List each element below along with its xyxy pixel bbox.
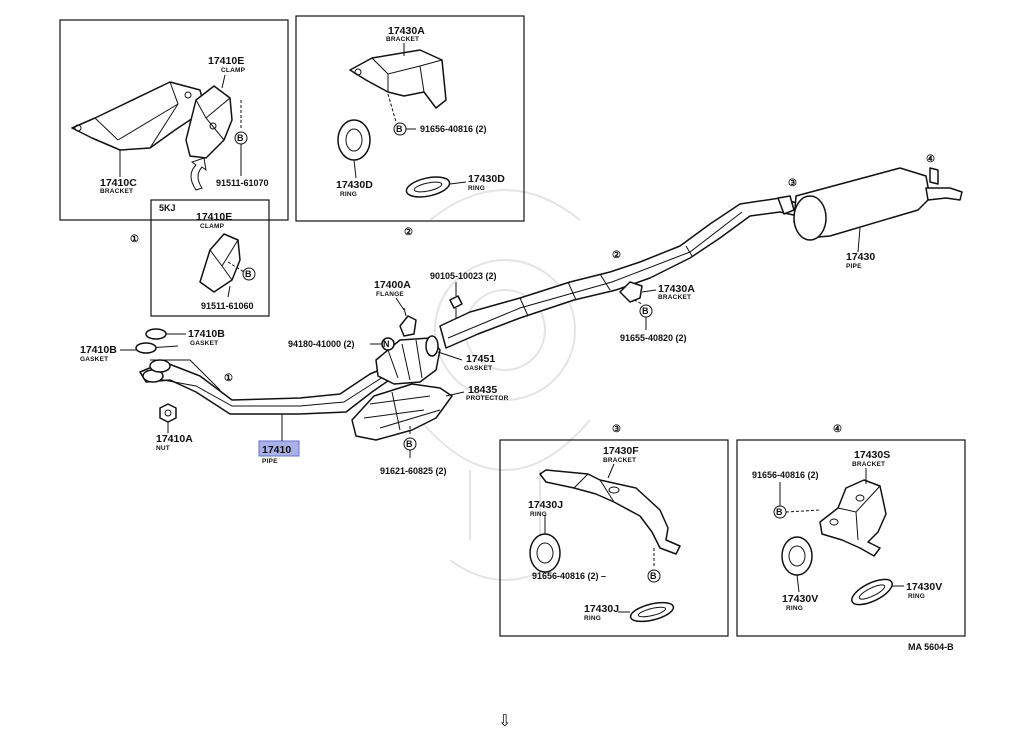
part-18435-name: PROTECTOR [466, 395, 509, 402]
part-91511-61060-number: 91511-61060 [201, 301, 254, 311]
part-17430-name: PIPE [846, 263, 862, 270]
variant-label: 5KJ [159, 203, 176, 213]
part-17451-number: 17451 [466, 353, 495, 365]
part-17430A-center-name: BRACKET [658, 294, 691, 301]
callout-1: ① [224, 373, 233, 384]
part-17430J-oval-number: 17430J [584, 603, 619, 615]
gasket-17410B-a [145, 328, 167, 340]
box-2-marker: ② [404, 227, 413, 238]
box-3-marker: ③ [612, 424, 621, 435]
ring-17430J-oval [629, 601, 675, 623]
bracket-17430S-shape [819, 479, 887, 557]
part-17410A-name: NUT [156, 445, 170, 452]
part-17410B-b-name: GASKET [80, 356, 108, 363]
part-91655-number: 91655-40820 (2) [620, 333, 687, 343]
callout-3: ③ [788, 178, 797, 189]
part-91656-40816-box3-number: 91656-40816 (2) – [532, 571, 606, 581]
part-17430S-name: BRACKET [852, 461, 885, 468]
part-17430-number: 17430 [846, 251, 875, 263]
part-91511-61070-number: 91511-61070 [216, 178, 269, 188]
bolt-b-marker-1: B [237, 133, 244, 143]
bolt-b-marker-4: B [406, 439, 413, 449]
part-17410C-name: BRACKET [100, 188, 133, 195]
nut-17410A-shape [159, 403, 177, 423]
gasket-17451-shape [425, 335, 439, 357]
box-4-marker: ④ [833, 424, 842, 435]
part-17410B-a-name: GASKET [190, 340, 218, 347]
ring-17430D-oval [405, 176, 451, 198]
part-17430D-oval-name: RING [468, 185, 485, 192]
part-94180-number: 94180-41000 (2) [288, 339, 355, 349]
gasket-17410B-b [135, 342, 157, 354]
part-17410B-b-number: 17410B [80, 344, 117, 356]
callout-2: ② [612, 250, 621, 261]
callout-4: ④ [926, 154, 935, 165]
part-17410B-a-number: 17410B [188, 328, 225, 340]
part-17430A-top-name: BRACKET [386, 36, 419, 43]
box-1-marker: ① [130, 234, 139, 245]
diagram-code: MA 5604-B [908, 642, 954, 652]
part-17410E-5kj-number: 17410E [196, 211, 232, 223]
part-17430J-round-number: 17430J [528, 499, 563, 511]
ring-17430D-round [337, 119, 371, 161]
part-17400A-name: FLANGE [376, 291, 404, 298]
part-17410E-number: 17410E [208, 55, 244, 67]
ring-17430V-oval [851, 578, 893, 606]
detail-box-2: ② B [295, 15, 525, 238]
part-17430J-oval-name: RING [584, 615, 601, 622]
part-17430S-number: 17430S [854, 449, 890, 461]
bolt-b-marker-6: B [650, 571, 657, 581]
detail-box-4: ④ B [736, 424, 966, 637]
bolt-b-marker-7: B [776, 507, 783, 517]
part-17410-number[interactable]: 17410 [262, 444, 291, 456]
part-17430D-round-number: 17430D [336, 179, 373, 191]
part-91656-40816-box4-number: 91656-40816 (2) [752, 470, 819, 480]
ring-17430V-round [781, 536, 813, 576]
nut-n-marker: N [383, 339, 390, 349]
part-17410A-number: 17410A [156, 433, 193, 445]
part-17430F-name: BRACKET [603, 457, 636, 464]
part-91656-40816-top-number: 91656-40816 (2) [420, 124, 487, 134]
part-91621-number: 91621-60825 (2) [380, 466, 447, 476]
part-17410E-5kj-name: CLAMP [200, 223, 225, 230]
main-exhaust-assembly: N B B [135, 167, 963, 458]
part-17430A-center-number: 17430A [658, 283, 695, 295]
bolt-b-marker-2: B [245, 269, 252, 279]
bracket-17430F-shape [539, 469, 681, 555]
bracket-17410C-shape [71, 81, 206, 151]
detail-box-1: ① 5KJ B B [59, 19, 289, 317]
part-17430D-round-name: RING [340, 191, 357, 198]
part-17410-name: PIPE [262, 458, 278, 465]
bracket-17430A-shape [349, 49, 447, 109]
scroll-down-arrow-icon[interactable]: ⇩ [498, 711, 511, 730]
part-17430D-oval-number: 17430D [468, 173, 505, 185]
part-18435-number: 18435 [468, 384, 497, 396]
part-17410E-name: CLAMP [221, 67, 246, 74]
ring-17430J-round [529, 533, 561, 573]
part-17430F-number: 17430F [603, 445, 639, 457]
part-17430V-round-number: 17430V [782, 593, 818, 605]
part-17451-name: GASKET [464, 365, 492, 372]
part-17430V-oval-number: 17430V [906, 581, 942, 593]
watermark-emblem [419, 189, 591, 581]
bolt-b-marker-3: B [396, 124, 403, 134]
part-17430J-round-name: RING [530, 511, 547, 518]
heat-protector-18435-shape [351, 383, 453, 441]
part-17410C-number: 17410C [100, 177, 137, 189]
catalytic-converter-shape [375, 337, 441, 385]
part-90105-number: 90105-10023 (2) [430, 271, 497, 281]
flange-17400A-shape [399, 315, 417, 337]
part-17430V-round-name: RING [786, 605, 803, 612]
bracket-17430A-center-shape [619, 281, 643, 303]
bolt-b-marker-5: B [642, 306, 649, 316]
part-17430A-top-number: 17430A [388, 25, 425, 37]
part-17400A-number: 17400A [374, 279, 411, 291]
part-17430V-oval-name: RING [908, 593, 925, 600]
detail-box-3: ③ B [499, 424, 729, 637]
highlight-17410 [258, 440, 300, 457]
